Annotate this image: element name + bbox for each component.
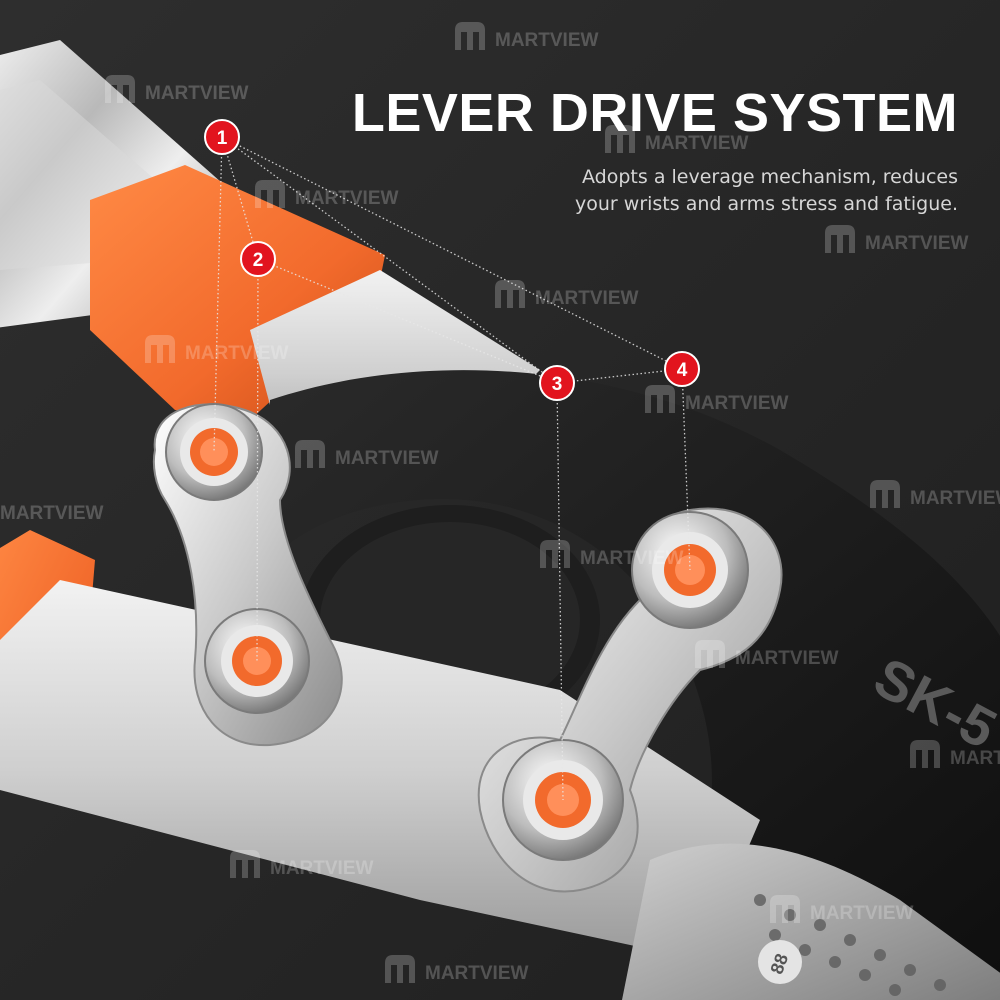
watermark-text: MARTVIEW: [185, 343, 289, 364]
callout-lines: [213, 136, 691, 801]
watermark-text: MARTVIEW: [535, 288, 639, 309]
watermark-logo: [645, 385, 675, 413]
watermark: MARTVIEW: [105, 75, 249, 104]
watermark: MARTVIEW: [910, 740, 1000, 769]
watermark-logo: [870, 480, 900, 508]
watermark: MARTVIEW: [645, 385, 789, 414]
callout-label-4: 4: [677, 360, 688, 381]
watermark-layer: MARTVIEW MARTVIEW MARTVIEW MARTVIEW MART…: [0, 22, 1000, 984]
watermark-text: MARTVIEW: [580, 548, 684, 569]
watermark-text: MARTVIEW: [270, 858, 374, 879]
watermark-logo: [255, 180, 285, 208]
watermark: MARTVIEW: [145, 335, 289, 364]
watermark-text: MARTVIEW: [145, 83, 249, 104]
callout-badge-4: 4: [664, 351, 700, 387]
watermark-logo: [145, 335, 175, 363]
watermark: MARTVIEW: [0, 503, 104, 524]
watermark-text: MARTVIEW: [425, 963, 529, 984]
watermark-logo: [105, 75, 135, 103]
callout-label-2: 2: [253, 250, 264, 271]
watermark-logo: [295, 440, 325, 468]
watermark-text: MARTVIEW: [335, 448, 439, 469]
page-title: LEVER DRIVE SYSTEM: [351, 83, 958, 143]
watermark: MARTVIEW: [825, 225, 969, 254]
watermark-text: MARTVIEW: [0, 503, 104, 524]
watermark-text: MARTVIEW: [295, 188, 399, 209]
callout-badge-1: 1: [204, 119, 240, 155]
watermark-logo: [385, 955, 415, 983]
serrated-jaw: [622, 843, 1000, 1000]
watermark-logo: [230, 850, 260, 878]
watermark: MARTVIEW: [605, 125, 749, 154]
watermark-text: MARTVIEW: [865, 233, 969, 254]
watermark: MARTVIEW: [295, 440, 439, 469]
watermark-logo: [770, 895, 800, 923]
watermark: MARTVIEW: [770, 895, 914, 924]
callout-badge-2: 2: [240, 241, 276, 277]
watermark-text: MARTVIEW: [685, 393, 789, 414]
watermark: MARTVIEW: [870, 480, 1000, 509]
watermark: MARTVIEW: [540, 540, 684, 569]
callout-label-3: 3: [552, 374, 563, 395]
watermark: MARTVIEW: [255, 180, 399, 209]
watermark-text: MARTVIEW: [910, 488, 1000, 509]
watermark: MARTVIEW: [455, 22, 599, 51]
watermark-text: MARTVIEW: [810, 903, 914, 924]
watermark-logo: [540, 540, 570, 568]
watermark-text: MARTVIEW: [950, 748, 1000, 769]
watermark: MARTVIEW: [695, 640, 839, 669]
watermark-logo: [455, 22, 485, 50]
rivet-1: [165, 403, 263, 501]
watermark: MARTVIEW: [495, 280, 639, 309]
callout-label-1: 1: [217, 128, 228, 149]
watermark-text: MARTVIEW: [495, 30, 599, 51]
watermark-logo: [910, 740, 940, 768]
headline-block: LEVER DRIVE SYSTEM Adopts a leverage mec…: [352, 86, 958, 218]
watermark-logo: [495, 280, 525, 308]
watermark-text: MARTVIEW: [645, 133, 749, 154]
callout-badge-3: 3: [539, 365, 575, 401]
watermark: MARTVIEW: [230, 850, 374, 879]
watermark-logo: [605, 125, 635, 153]
rivet-2: [204, 608, 310, 714]
watermark-text: MARTVIEW: [735, 648, 839, 669]
watermark: MARTVIEW: [385, 955, 529, 984]
watermark-logo: [695, 640, 725, 668]
page-subtitle: Adopts a leverage mechanism, reduces you…: [575, 166, 958, 215]
watermark-logo: [825, 225, 855, 253]
